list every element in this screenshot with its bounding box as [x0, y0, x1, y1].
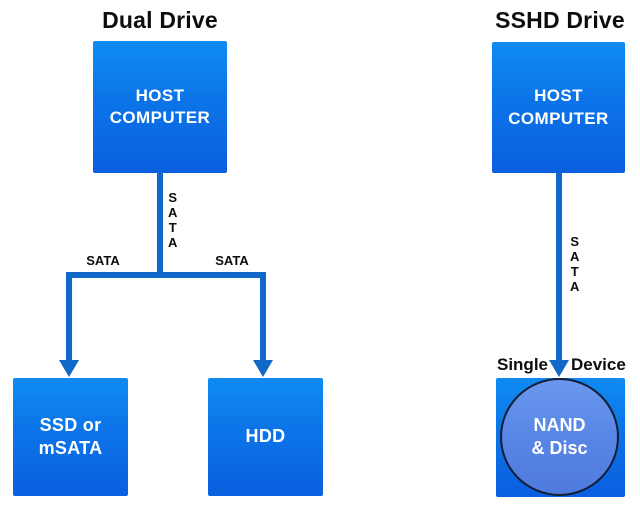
sshd-sata-arrowhead-icon — [549, 360, 569, 377]
dual-sata-trunk-label: S A T A — [168, 190, 178, 250]
dual-sata-trunk-line — [157, 172, 163, 278]
dual-drive-title: Dual Drive — [102, 7, 218, 33]
device-label: Device — [571, 355, 626, 374]
hdd-box: HDD — [208, 378, 323, 496]
dual-branch-left-line — [66, 272, 72, 362]
dual-branch-right-line — [260, 272, 266, 362]
dual-branch-horizontal-line — [66, 272, 266, 278]
sshd-host-computer-box: HOST COMPUTER — [492, 42, 625, 173]
dual-branch-left-arrowhead-icon — [59, 360, 79, 377]
dual-host-computer-box: HOST COMPUTER — [93, 41, 227, 173]
dual-sata-branch-left-label: SATA — [86, 253, 120, 268]
dual-branch-right-arrowhead-icon — [253, 360, 273, 377]
nand-disc-circle: NAND & Disc — [500, 378, 619, 496]
single-label: Single — [496, 355, 548, 374]
ssd-msata-box: SSD or mSATA — [13, 378, 128, 496]
sshd-drive-title: SSHD Drive — [495, 7, 625, 33]
single-device-box: NAND & Disc — [496, 378, 625, 497]
dual-sata-branch-right-label: SATA — [215, 253, 249, 268]
sshd-sata-line — [556, 172, 562, 362]
sshd-sata-label: S A T A — [570, 234, 580, 294]
